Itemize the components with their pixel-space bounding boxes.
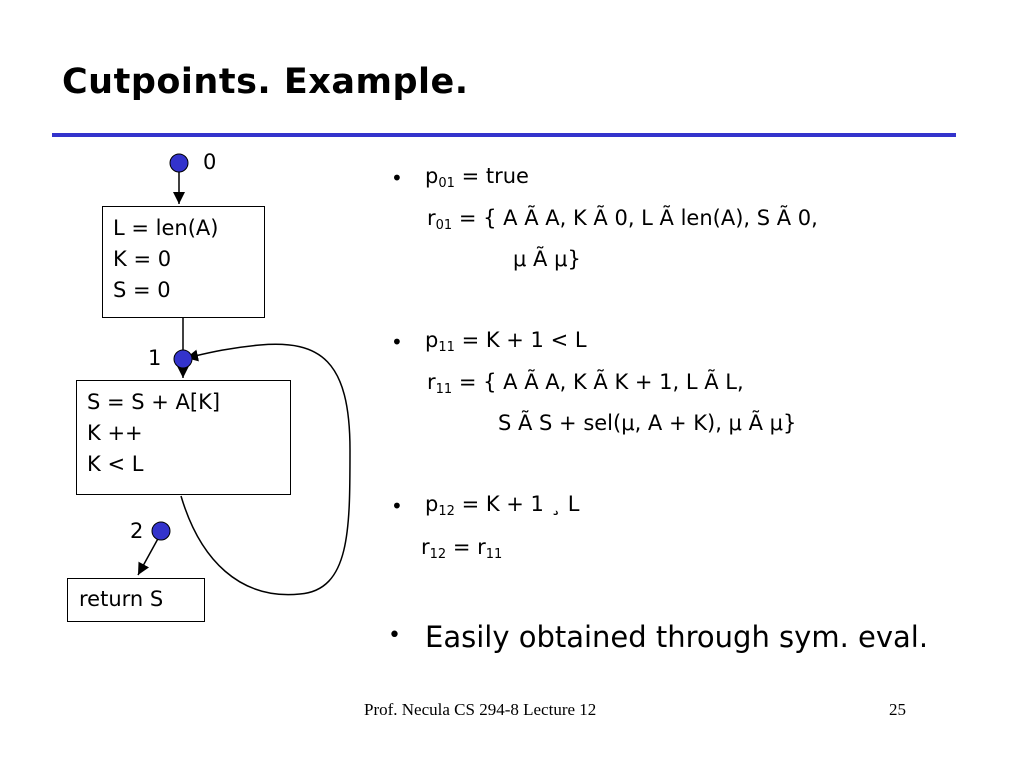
- node-label-1: 1: [148, 346, 162, 370]
- node-label-2: 2: [130, 519, 144, 543]
- p01-line: p01 = true: [425, 164, 529, 191]
- cutpoint-node-2: [151, 521, 171, 541]
- body-line-3: K < L: [87, 452, 144, 476]
- r11-line-cont: S Ã S + sel(μ, A + K), μ Ã μ}: [498, 411, 797, 435]
- bullet-dot: •: [388, 623, 401, 648]
- loop-body-block: S = S + A[K] K ++ K < L: [76, 380, 291, 495]
- r12-line: r12 = r11: [421, 535, 503, 562]
- body-line-1: S = S + A[K]: [87, 390, 221, 414]
- bullet-dot: •: [391, 330, 403, 354]
- conclusion-text: Easily obtained through sym. eval.: [425, 620, 929, 654]
- init-line-2: K = 0: [113, 247, 172, 271]
- return-line: return S: [79, 587, 164, 611]
- slide-title: Cutpoints. Example.: [62, 62, 469, 102]
- r01-line-cont: μ Ã μ}: [513, 247, 581, 271]
- node-label-0: 0: [203, 150, 217, 174]
- cutpoint-node-1: [173, 349, 193, 369]
- edge-2-ret: [137, 534, 161, 576]
- title-rule: [52, 133, 956, 137]
- edge-loop-back: [180, 343, 351, 596]
- bullet-dot: •: [391, 166, 403, 190]
- p12-line: p12 = K + 1 ¸ L: [425, 492, 580, 519]
- cutpoint-node-0: [169, 153, 189, 173]
- return-block: return S: [67, 578, 205, 622]
- init-line-3: S = 0: [113, 278, 171, 302]
- init-block: L = len(A) K = 0 S = 0: [102, 206, 265, 318]
- r11-line: r11 = { A Ã A, K Ã K + 1, L Ã L,: [427, 370, 744, 397]
- r01-line: r01 = { A Ã A, K Ã 0, L Ã len(A), S Ã 0,: [427, 206, 818, 233]
- body-line-2: K ++: [87, 421, 143, 445]
- init-line-1: L = len(A): [113, 216, 219, 240]
- bullet-dot: •: [391, 494, 403, 518]
- footer-text: Prof. Necula CS 294-8 Lecture 12: [364, 700, 597, 719]
- p11-line: p11 = K + 1 < L: [425, 328, 587, 355]
- page-number: 25: [889, 700, 906, 719]
